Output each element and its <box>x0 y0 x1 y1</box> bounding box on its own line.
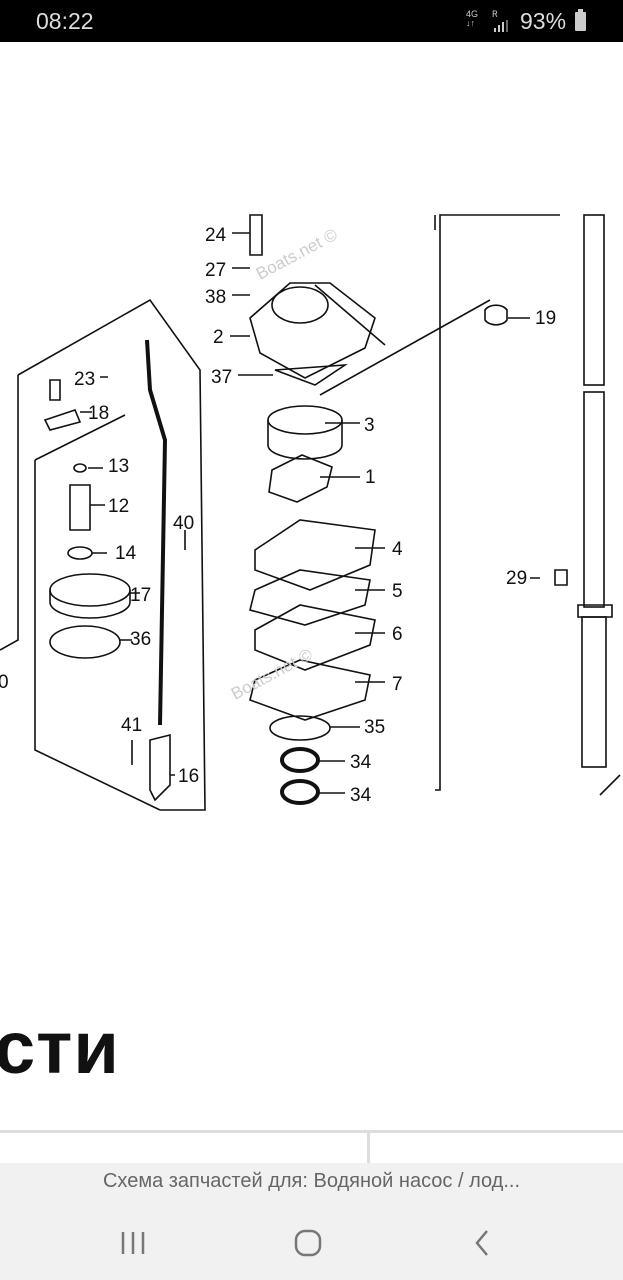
recents-icon <box>121 1232 145 1254</box>
part-label[interactable]: 34 <box>350 785 372 806</box>
back-icon <box>475 1230 488 1256</box>
part-label[interactable]: 19 <box>535 308 556 329</box>
part-label[interactable]: 34 <box>350 752 372 773</box>
part-label[interactable]: 5 <box>392 581 403 602</box>
part-label[interactable]: 6 <box>392 624 403 645</box>
part-label[interactable]: 27 <box>205 260 226 281</box>
part-label[interactable]: 23 <box>74 369 95 390</box>
back-button[interactable] <box>462 1223 502 1263</box>
page-caption: Схема запчастей для: Водяной насос / лод… <box>102 1170 521 1192</box>
part-label[interactable]: 13 <box>108 456 129 477</box>
part-label[interactable]: 7 <box>392 674 403 695</box>
part-label[interactable]: 38 <box>205 287 226 308</box>
signal-icon <box>494 20 512 32</box>
tab-divider <box>367 1133 370 1166</box>
part-label[interactable]: 16 <box>178 766 199 787</box>
navigation-bar: Схема запчастей для: Водяной насос / лод… <box>0 1163 623 1280</box>
network-type: 4G↓↑ <box>466 9 479 28</box>
recents-button[interactable] <box>114 1223 154 1263</box>
part-label[interactable]: 41 <box>121 715 142 736</box>
section-heading: сти <box>0 1006 120 1089</box>
home-icon <box>294 1229 322 1257</box>
part-label[interactable]: 36 <box>130 629 151 650</box>
part-label[interactable]: 29 <box>506 568 527 589</box>
battery-level: 93% <box>520 8 567 34</box>
part-label[interactable]: 40 <box>173 513 194 534</box>
roaming-indicator: R <box>492 10 498 20</box>
clock: 08:22 <box>36 8 94 34</box>
home-button[interactable] <box>288 1223 328 1263</box>
part-label[interactable]: 24 <box>205 225 227 246</box>
part-label[interactable]: 1 <box>365 467 376 488</box>
tab-strip <box>0 1130 623 1166</box>
part-label[interactable]: 4 <box>392 539 403 560</box>
watermark: Boats.net © <box>228 645 316 704</box>
part-label[interactable]: 18 <box>88 403 109 424</box>
status-bar: 08:22 4G↓↑ R 93% <box>0 0 623 42</box>
part-label[interactable]: 17 <box>130 585 151 606</box>
part-label[interactable]: 37 <box>211 367 232 388</box>
part-label[interactable]: 12 <box>108 496 129 517</box>
part-label[interactable]: 0 <box>0 672 9 693</box>
part-label[interactable]: 14 <box>115 543 137 564</box>
parts-diagram[interactable]: Boats.net © Boats.net © 24 27 38 2 37 23… <box>0 42 623 1042</box>
battery-icon <box>575 9 586 31</box>
part-label[interactable]: 35 <box>364 717 385 738</box>
part-label[interactable]: 3 <box>364 415 375 436</box>
watermark: Boats.net © <box>253 225 341 284</box>
part-label[interactable]: 2 <box>213 327 224 348</box>
